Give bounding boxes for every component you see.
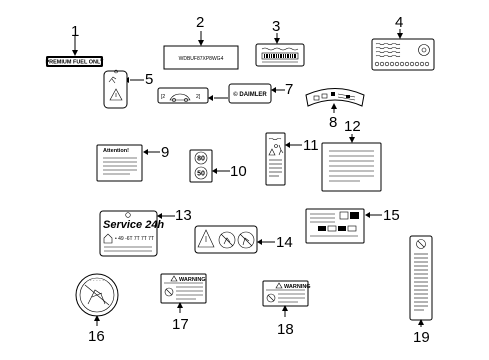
callout-13: 13 <box>175 207 192 224</box>
tall-label-prohibit-icon <box>416 239 426 249</box>
part-18-warning-label[interactable]: WARNING <box>262 280 311 317</box>
barcode-graphic <box>261 52 299 60</box>
callout-7: 7 <box>285 81 293 98</box>
seat-person-icon <box>108 69 118 84</box>
round-label-arc-text: · · · · · <box>90 278 104 284</box>
daimler-text: © DAIMLER <box>233 91 267 98</box>
service-number: • 49 -6T 7T 7T 7T <box>115 236 154 242</box>
part-7-daimler-label[interactable]: © DAIMLER <box>228 83 285 104</box>
callout-11: 11 <box>303 137 319 154</box>
pressure-right-mark: 2] <box>196 94 201 100</box>
callout-17: 17 <box>172 316 189 333</box>
part-8-headlamp-label[interactable] <box>305 88 365 114</box>
part-13-service-label[interactable]: Service 24h • 49 -6T 7T 7T 7T <box>99 210 175 257</box>
service-title: Service 24h <box>103 219 164 231</box>
safety-person-icon <box>278 144 284 156</box>
part-17-warning-label[interactable]: WARNING <box>160 273 207 313</box>
callout-15: 15 <box>383 207 400 224</box>
warning-18-text: WARNING <box>284 284 311 290</box>
emission-code-row <box>374 61 430 67</box>
part-14-pictogram-label[interactable] <box>194 225 275 254</box>
part-16-round-label[interactable]: · · · · · <box>75 273 119 326</box>
callout-2: 2 <box>196 14 204 31</box>
part-11-safety-label[interactable] <box>265 132 302 186</box>
fuel-label-text: PREMIUM FUEL ONLY <box>45 60 103 66</box>
tall-label-text-lines <box>414 253 428 311</box>
part-9-attention-label[interactable]: Attention! <box>96 144 160 182</box>
service-house-icon <box>103 233 113 244</box>
car-silhouette-icon <box>169 93 191 101</box>
part-1-fuel-label[interactable]: PREMIUM FUEL ONLY <box>45 36 104 67</box>
warning-17-prohibit-icon <box>164 287 174 297</box>
emission-text-lines <box>375 42 401 58</box>
safety-triangle-icon <box>268 148 276 156</box>
warning-triangle-icon <box>109 88 123 101</box>
attention-text: Attention! <box>103 148 129 154</box>
part-10-speed-label[interactable]: 80 50 <box>189 149 230 183</box>
service-text-lines <box>104 246 152 252</box>
pictogram-no-person-icon <box>237 231 255 249</box>
vin-text: WDBUF87XP8WG4 <box>179 56 224 62</box>
warning-17-triangle-icon <box>170 275 178 282</box>
attention-text-lines <box>103 157 137 175</box>
part-3-barcode-label[interactable] <box>255 33 305 67</box>
speed-top-value: 80 <box>197 156 205 163</box>
part-6-pressure-label[interactable]: [2 2] <box>157 87 228 104</box>
callout-8: 8 <box>329 114 337 131</box>
warning-18-prohibit-icon <box>266 293 276 303</box>
callout-5: 5 <box>145 71 153 88</box>
callout-9: 9 <box>161 144 169 161</box>
callout-14: 14 <box>276 234 293 251</box>
warning-18-triangle-icon <box>275 282 283 289</box>
part-5-airbag-warning-label[interactable] <box>103 69 144 109</box>
callout-16: 16 <box>88 328 105 345</box>
part-2-vin-label[interactable]: WDBUF87XP8WG4 <box>163 31 239 70</box>
warning-17-text: WARNING <box>179 277 206 283</box>
part-15-code-label[interactable] <box>305 208 382 244</box>
callout-3: 3 <box>272 18 280 35</box>
callout-18: 18 <box>277 321 294 338</box>
pictogram-warning-icon <box>197 229 215 248</box>
emission-circle-icon <box>418 44 430 56</box>
headlamp-icons <box>313 92 356 101</box>
service-star-icon <box>125 212 131 218</box>
speed-bottom-value: 50 <box>197 171 205 178</box>
part-19-tall-label[interactable] <box>409 235 433 327</box>
pressure-left-mark: [2 <box>161 94 165 100</box>
warning-17-text-lines <box>176 286 203 300</box>
part-12-info-label[interactable] <box>321 134 382 192</box>
info-text-lines <box>329 150 374 182</box>
warning-18-text-lines <box>278 293 305 303</box>
callout-10: 10 <box>230 163 247 180</box>
part-4-emission-label[interactable] <box>371 29 435 71</box>
safety-text-lines <box>269 159 282 177</box>
code-label-graphics <box>310 211 359 237</box>
callout-19: 19 <box>413 329 430 346</box>
callout-12: 12 <box>344 118 361 135</box>
pictogram-no-child-icon <box>218 231 236 249</box>
callout-1: 1 <box>71 23 79 40</box>
callout-4: 4 <box>395 14 403 31</box>
